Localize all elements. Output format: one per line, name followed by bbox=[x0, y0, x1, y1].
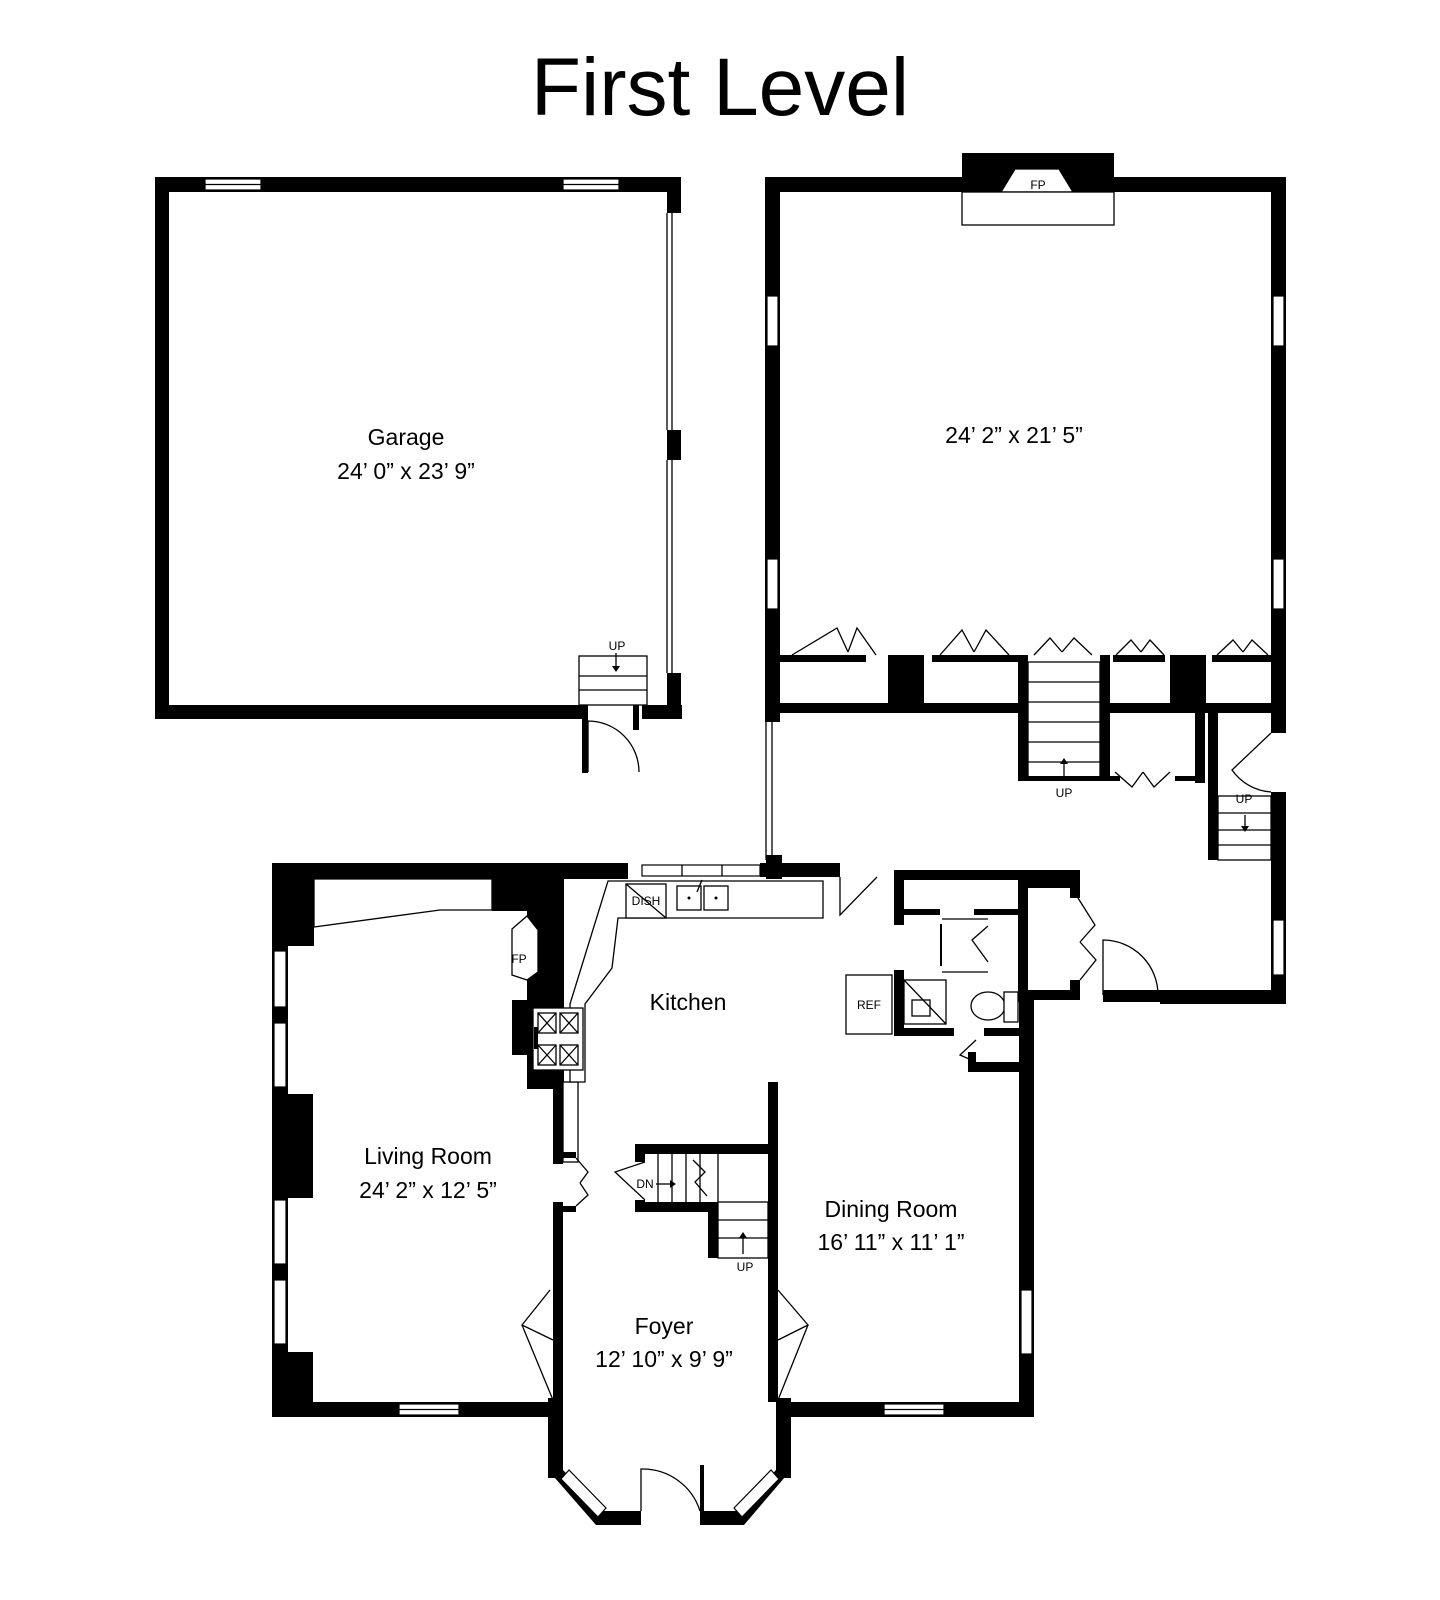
living-room-name: Living Room bbox=[364, 1143, 492, 1169]
garage-name: Garage bbox=[368, 424, 445, 450]
living-fireplace-label: FP bbox=[511, 952, 526, 966]
dining-room-dims: 16’ 11” x 11’ 1” bbox=[817, 1229, 964, 1255]
plan-title: First Level bbox=[531, 42, 909, 133]
great-room-fireplace-label: FP bbox=[1030, 178, 1045, 192]
refrigerator-label: REF bbox=[857, 998, 881, 1012]
garage: UP Garage 24’ 0” x 23’ 9” bbox=[155, 177, 682, 773]
foyer-stair-up-label: UP bbox=[737, 1260, 754, 1274]
great-room: FP 24’ 2” x 21’ 5” bbox=[765, 153, 1286, 860]
living-room-dims: 24’ 2” x 12’ 5” bbox=[359, 1177, 497, 1203]
garage-dims: 24’ 0” x 23’ 9” bbox=[337, 458, 475, 484]
garage-up-label: UP bbox=[609, 639, 626, 653]
foyer-dims: 12’ 10” x 9’ 9” bbox=[595, 1346, 733, 1372]
kitchen: DISH Kitchen bbox=[532, 879, 824, 1083]
interior-walls: DN UP REF bbox=[520, 870, 1160, 1402]
great-room-dims: 24’ 2” x 21’ 5” bbox=[945, 422, 1083, 448]
rear-stair-up-label: UP bbox=[1236, 792, 1253, 806]
dishwasher-label: DISH bbox=[632, 894, 661, 908]
basement-stair-down-label: DN bbox=[636, 1177, 653, 1191]
main-house-walls: FP bbox=[272, 855, 1080, 1525]
rear-hall: UP UP bbox=[765, 661, 1286, 1004]
foyer-name: Foyer bbox=[635, 1313, 694, 1339]
dining-room-name: Dining Room bbox=[825, 1196, 958, 1222]
kitchen-name: Kitchen bbox=[650, 989, 727, 1015]
room-labels: Living Room 24’ 2” x 12’ 5” Dining Room … bbox=[359, 1143, 964, 1372]
hall-stair-up-label: UP bbox=[1056, 786, 1073, 800]
